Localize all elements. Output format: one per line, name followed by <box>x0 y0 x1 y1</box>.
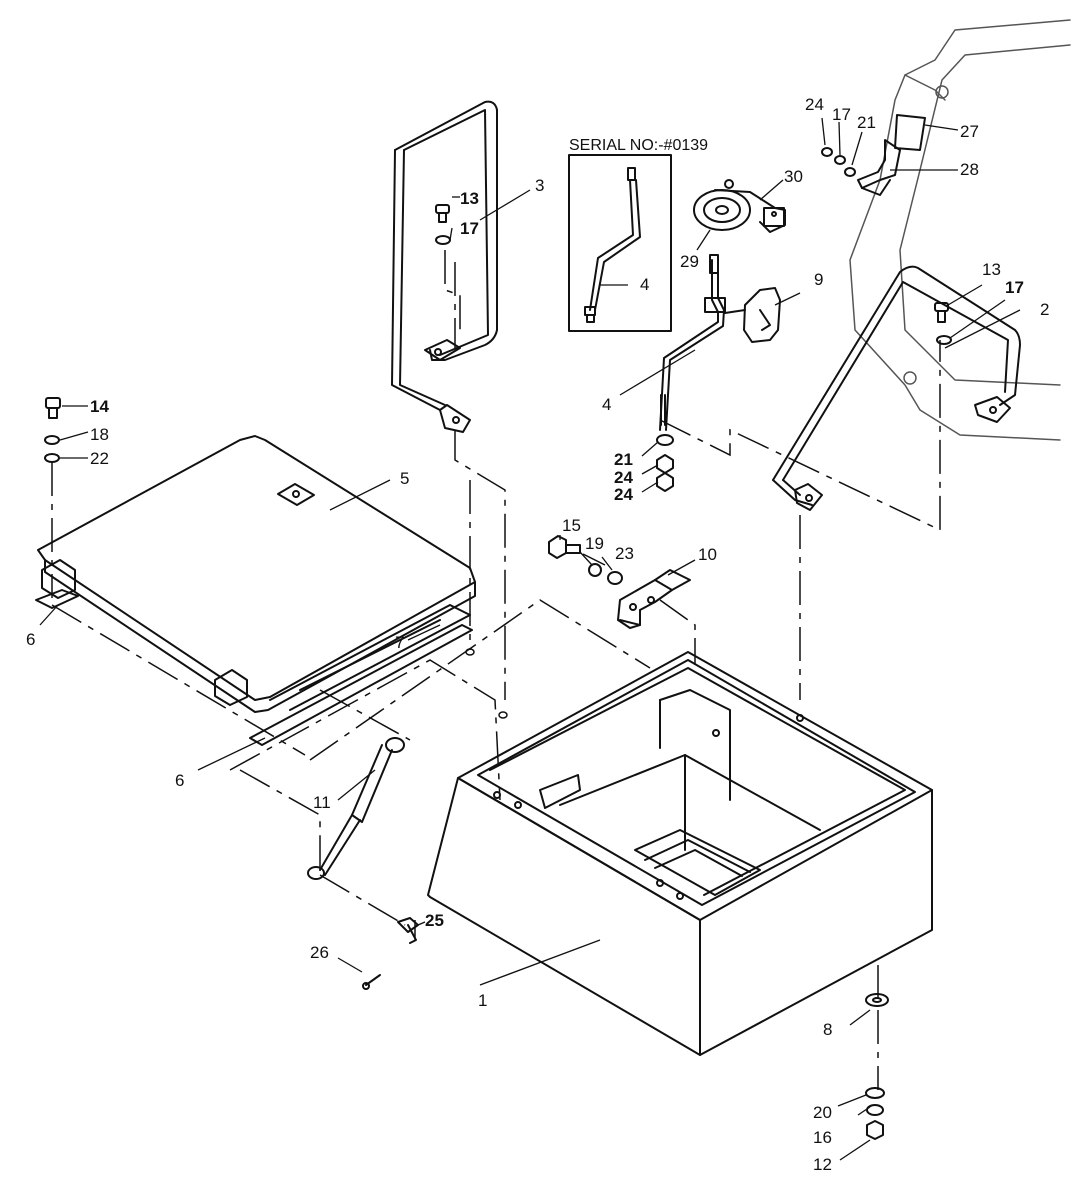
serial-inset-frame <box>568 154 672 332</box>
callout-12: 12 <box>813 1155 832 1174</box>
bolt-13-right <box>934 302 952 345</box>
pin-and-cotter <box>362 917 419 990</box>
assembly-lines <box>51 250 941 1090</box>
callout-14: 14 <box>90 397 109 416</box>
bracket-bolt <box>548 535 623 585</box>
callout-24-mid2: 24 <box>614 485 633 504</box>
lever-knob <box>724 287 781 343</box>
callout-5: 5 <box>400 469 409 488</box>
callout-7: 7 <box>395 633 404 652</box>
callout-28: 28 <box>960 160 979 179</box>
callout-24-mid1: 24 <box>614 468 633 487</box>
callout-17-top: 17 <box>832 105 851 124</box>
serial-note: SERIAL NO:-#0139 <box>569 137 708 154</box>
callout-20: 20 <box>813 1103 832 1122</box>
leader-lines <box>39 117 1021 1161</box>
callout-25: 25 <box>425 911 444 930</box>
callout-6-left: 6 <box>26 630 35 649</box>
callout-4-inset: 4 <box>640 275 649 294</box>
inset-rod <box>584 167 641 323</box>
right-handrail <box>772 265 1021 511</box>
hinge-bracket <box>617 569 691 629</box>
callout-1: 1 <box>478 991 487 1010</box>
horn <box>693 179 786 233</box>
callout-13-left: 13 <box>460 189 479 208</box>
callout-26: 26 <box>310 943 329 962</box>
callout-23: 23 <box>615 544 634 563</box>
gas-strut <box>307 737 405 880</box>
callout-2: 2 <box>1040 300 1049 319</box>
bolt-13-left <box>435 204 451 245</box>
foot-fasteners <box>865 993 889 1140</box>
callout-21-mid: 21 <box>614 450 633 469</box>
callout-19: 19 <box>585 534 604 553</box>
callout-9: 9 <box>814 270 823 289</box>
lever-rod <box>659 254 726 431</box>
lid-bolt <box>44 397 61 463</box>
seat-latch <box>821 114 926 196</box>
callout-21-top: 21 <box>857 113 876 132</box>
rod-fasteners <box>656 434 674 492</box>
callout-6-bottom: 6 <box>175 771 184 790</box>
callout-17-right: 17 <box>1005 278 1024 297</box>
callout-22: 22 <box>90 449 109 468</box>
callout-13-right: 13 <box>982 260 1001 279</box>
callout-27: 27 <box>960 122 979 141</box>
left-handrail <box>391 100 498 433</box>
callout-3: 3 <box>535 176 544 195</box>
callout-8: 8 <box>823 1020 832 1039</box>
callout-30: 30 <box>784 167 803 186</box>
callout-17-left: 17 <box>460 219 479 238</box>
callout-16: 16 <box>813 1128 832 1147</box>
hinge-strips <box>35 589 473 746</box>
callout-10: 10 <box>698 545 717 564</box>
cab-frame-outline <box>849 19 1071 441</box>
callout-24-top: 24 <box>805 95 824 114</box>
callout-11: 11 <box>313 793 331 812</box>
lid-holes <box>465 648 508 719</box>
box-lid <box>37 435 476 713</box>
callout-29: 29 <box>680 252 699 271</box>
storage-box <box>427 651 933 1056</box>
callout-18: 18 <box>90 425 109 444</box>
callout-4: 4 <box>602 395 611 414</box>
callout-15: 15 <box>562 516 581 535</box>
